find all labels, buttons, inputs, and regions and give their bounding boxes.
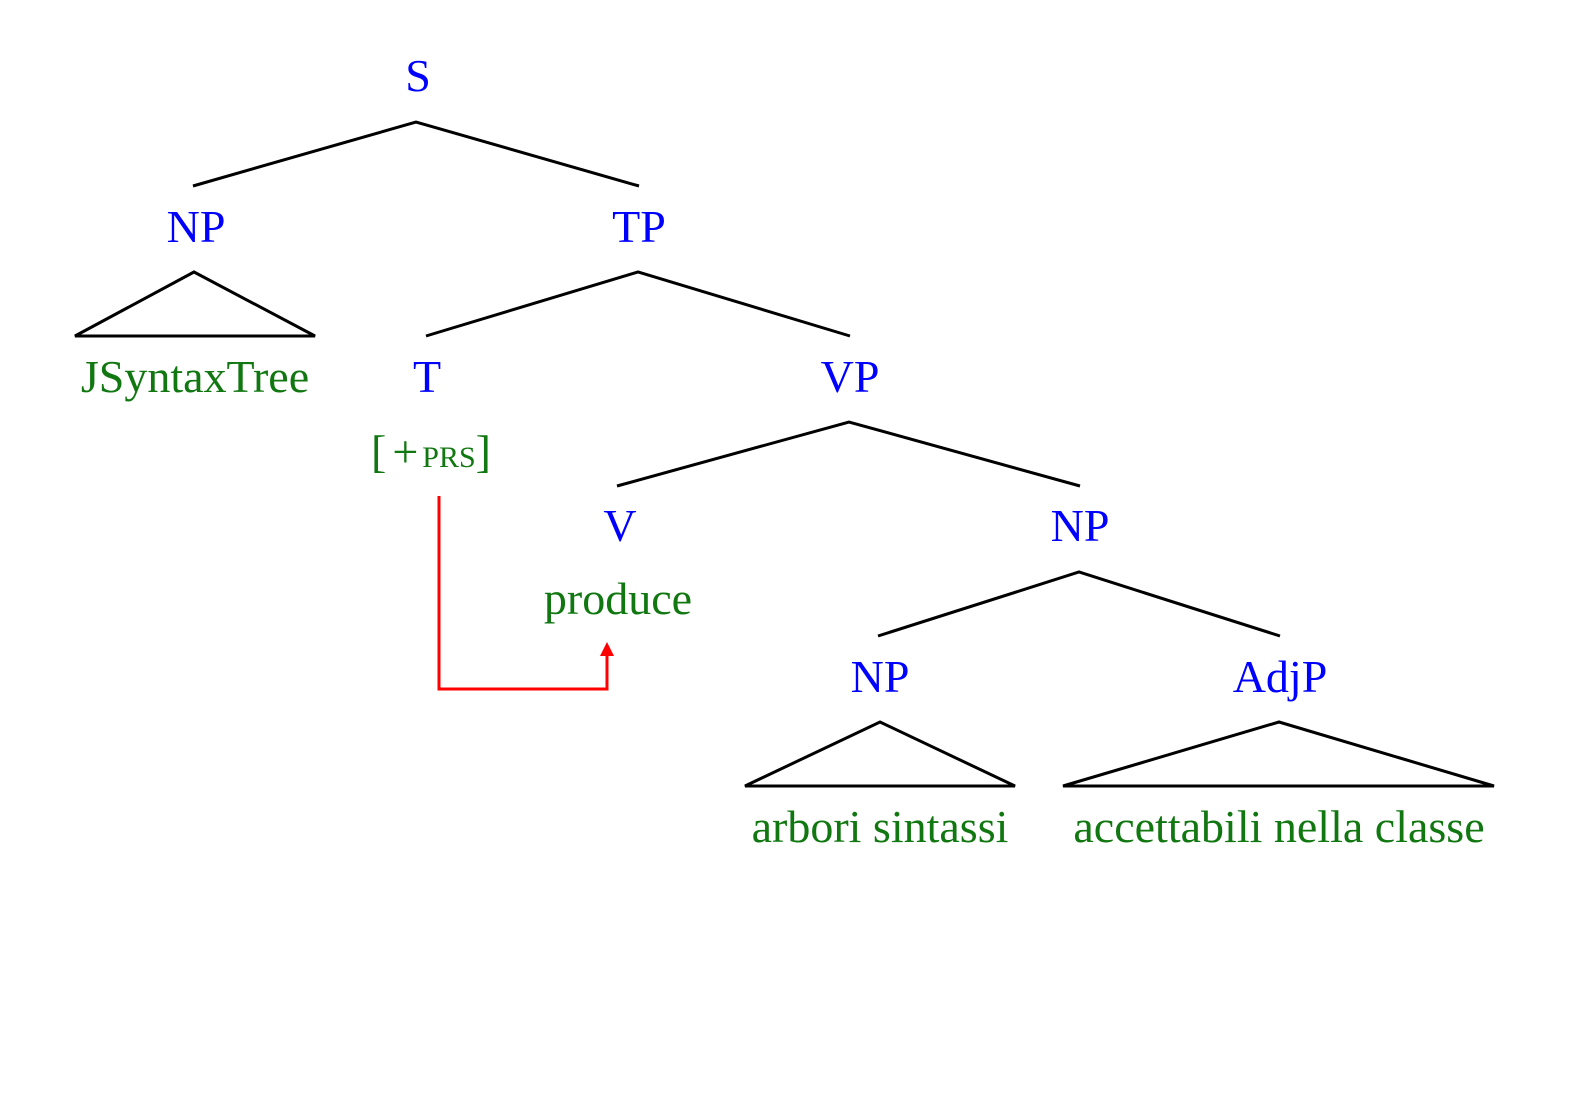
node-t: T — [413, 351, 441, 402]
feature-value: PRS — [422, 441, 475, 474]
feature-plus: + — [392, 426, 418, 477]
terminal-verb: produce — [544, 573, 692, 624]
terminal-np-inner: arbori sintassi — [752, 801, 1009, 852]
branch-np-object — [877, 570, 1281, 638]
node-v: V — [603, 500, 636, 551]
branch-s — [192, 120, 640, 188]
node-np-subject: NP — [167, 201, 226, 252]
node-s: S — [405, 50, 431, 101]
feature-open-bracket: [ — [371, 426, 386, 477]
node-np-object: NP — [1051, 500, 1110, 551]
triangle-np-inner — [744, 720, 1016, 788]
terminal-adjp: accettabili nella classe — [1073, 801, 1484, 852]
triangle-np-subject — [74, 270, 316, 338]
branches — [192, 120, 1281, 638]
node-adjp: AdjP — [1233, 651, 1328, 702]
feature-close-bracket: ] — [476, 426, 491, 477]
branch-tp — [425, 270, 851, 338]
node-vp: VP — [821, 351, 880, 402]
node-tp: TP — [612, 201, 666, 252]
movement-arrow-path — [437, 496, 609, 691]
movement-arrow — [437, 496, 614, 691]
terminal-subject: JSyntaxTree — [81, 351, 309, 402]
branch-vp — [616, 420, 1081, 488]
triangles — [74, 270, 1495, 788]
tense-feature: [+PRS] — [371, 426, 491, 477]
triangle-adjp — [1062, 720, 1495, 788]
arrow-head-icon — [600, 642, 614, 656]
node-np-inner: NP — [851, 651, 910, 702]
